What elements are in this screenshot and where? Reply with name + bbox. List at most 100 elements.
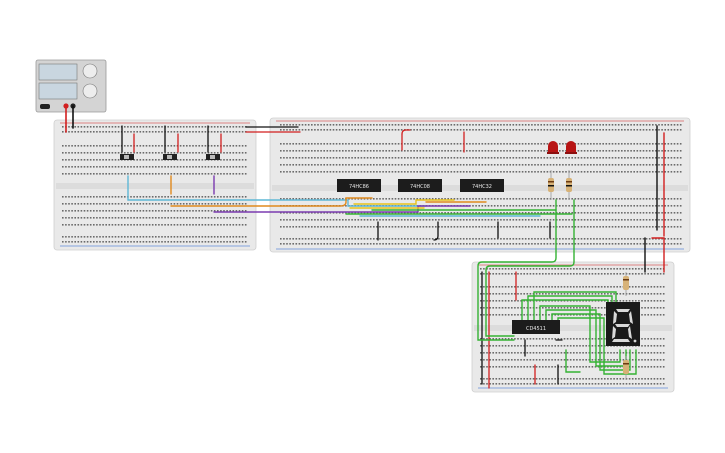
breadboard-hole bbox=[151, 210, 154, 212]
breadboard-hole bbox=[562, 129, 564, 131]
breadboard-hole bbox=[292, 198, 294, 200]
breadboard-hole bbox=[518, 171, 521, 173]
breadboard-hole bbox=[410, 238, 412, 240]
breadboard-hole bbox=[656, 307, 659, 309]
breadboard-hole bbox=[557, 352, 560, 354]
breadboard-hole bbox=[232, 217, 235, 219]
breadboard-hole bbox=[80, 217, 83, 219]
breadboard-hole bbox=[532, 345, 535, 347]
breadboard-hole bbox=[627, 164, 629, 166]
breadboard-hole bbox=[552, 157, 555, 159]
chip-cd4511[interactable]: CD4511 bbox=[512, 320, 560, 334]
breadboard-hole bbox=[232, 159, 235, 161]
breadboard-hole bbox=[108, 241, 111, 243]
breadboard-hole bbox=[220, 152, 222, 154]
display-resistor-bottom[interactable] bbox=[623, 356, 629, 380]
breadboard-hole bbox=[323, 198, 325, 200]
breadboard-hole bbox=[413, 129, 415, 131]
breadboard-hole bbox=[462, 129, 465, 131]
switch-a[interactable] bbox=[120, 154, 134, 160]
breadboard-hole bbox=[652, 124, 654, 126]
chip-74hc08[interactable]: 74HC08 bbox=[398, 179, 442, 192]
breadboard-hole bbox=[631, 273, 634, 275]
breadboard-hole bbox=[161, 236, 163, 238]
breadboard-hole bbox=[548, 314, 550, 316]
breadboard-hole bbox=[493, 226, 496, 228]
breadboard-hole bbox=[207, 241, 210, 243]
breadboard-hole bbox=[605, 205, 608, 207]
breadboard-hole bbox=[158, 126, 160, 128]
breadboard-hole bbox=[500, 129, 502, 131]
breadboard-hole bbox=[574, 226, 577, 228]
breadboard-hole bbox=[155, 173, 157, 175]
breadboard-hole bbox=[139, 126, 142, 128]
breadboard-hole bbox=[71, 152, 73, 154]
breadboard-hole bbox=[585, 268, 587, 270]
breadboard-hole bbox=[631, 359, 634, 361]
breadboard-hole bbox=[441, 171, 443, 173]
breadboard-hole bbox=[148, 236, 151, 238]
power-supply[interactable] bbox=[35, 59, 107, 113]
led-2[interactable] bbox=[565, 141, 577, 154]
power-wires[interactable] bbox=[65, 105, 665, 389]
breadboard-hole bbox=[627, 212, 629, 214]
breadboard-hole bbox=[487, 205, 490, 207]
breadboard-hole bbox=[577, 143, 580, 145]
breadboard-hole bbox=[524, 226, 527, 228]
breadboard-hole bbox=[659, 307, 662, 309]
breadboard-hole bbox=[124, 241, 126, 243]
breadboard-hole bbox=[62, 224, 64, 226]
breadboard-hole bbox=[576, 273, 578, 275]
breadboard-hole bbox=[650, 268, 653, 270]
breadboard-hole bbox=[645, 164, 648, 166]
breadboard-hole bbox=[644, 314, 646, 316]
breadboard-hole bbox=[229, 203, 231, 205]
breadboard-hole bbox=[357, 243, 360, 245]
breadboard-hole bbox=[456, 124, 459, 126]
resistor-2[interactable] bbox=[566, 170, 572, 200]
breadboard-hole bbox=[648, 171, 651, 173]
breadboard-hole bbox=[602, 157, 604, 159]
breadboard-hole bbox=[565, 124, 567, 126]
left-breadboard[interactable] bbox=[53, 119, 257, 251]
breadboard-hole bbox=[573, 300, 575, 302]
breadboard-hole bbox=[472, 124, 474, 126]
resistor-1[interactable] bbox=[548, 170, 554, 200]
breadboard-hole bbox=[139, 159, 142, 161]
signal-wires[interactable] bbox=[127, 175, 573, 217]
switch-b[interactable] bbox=[163, 154, 177, 160]
chip-74hc86[interactable]: 74HC86 bbox=[337, 179, 381, 192]
display-resistor-top[interactable] bbox=[623, 272, 629, 296]
breadboard-hole bbox=[546, 219, 549, 221]
breadboard-hole bbox=[480, 307, 482, 309]
breadboard-hole bbox=[105, 166, 107, 168]
chip-74hc32[interactable]: 74HC32 bbox=[460, 179, 504, 192]
breadboard-hole bbox=[453, 171, 456, 173]
breadboard-hole bbox=[111, 145, 114, 147]
breadboard-hole bbox=[204, 217, 207, 219]
breadboard-hole bbox=[431, 143, 434, 145]
breadboard-hole bbox=[659, 366, 662, 368]
breadboard-hole bbox=[483, 268, 485, 270]
breadboard-hole bbox=[670, 226, 673, 228]
breadboard-hole bbox=[244, 152, 247, 154]
led-1[interactable] bbox=[547, 141, 559, 154]
breadboard-hole bbox=[360, 164, 363, 166]
breadboard-hole bbox=[549, 243, 552, 245]
breadboard-hole bbox=[311, 198, 313, 200]
breadboard-hole bbox=[495, 293, 498, 295]
switch-c[interactable] bbox=[206, 154, 220, 160]
breadboard-hole bbox=[621, 219, 623, 221]
breadboard-hole bbox=[148, 173, 151, 175]
breadboard-hole bbox=[124, 131, 126, 133]
breadboard-hole bbox=[517, 293, 519, 295]
breadboard-hole bbox=[554, 366, 556, 368]
breadboard-hole bbox=[136, 224, 138, 226]
breadboard-hole bbox=[280, 212, 282, 214]
breadboard-hole bbox=[280, 238, 282, 240]
seven-segment-display[interactable] bbox=[606, 302, 640, 346]
breadboard-hole bbox=[602, 198, 604, 200]
breadboard-hole bbox=[456, 164, 459, 166]
breadboard-hole bbox=[238, 217, 241, 219]
